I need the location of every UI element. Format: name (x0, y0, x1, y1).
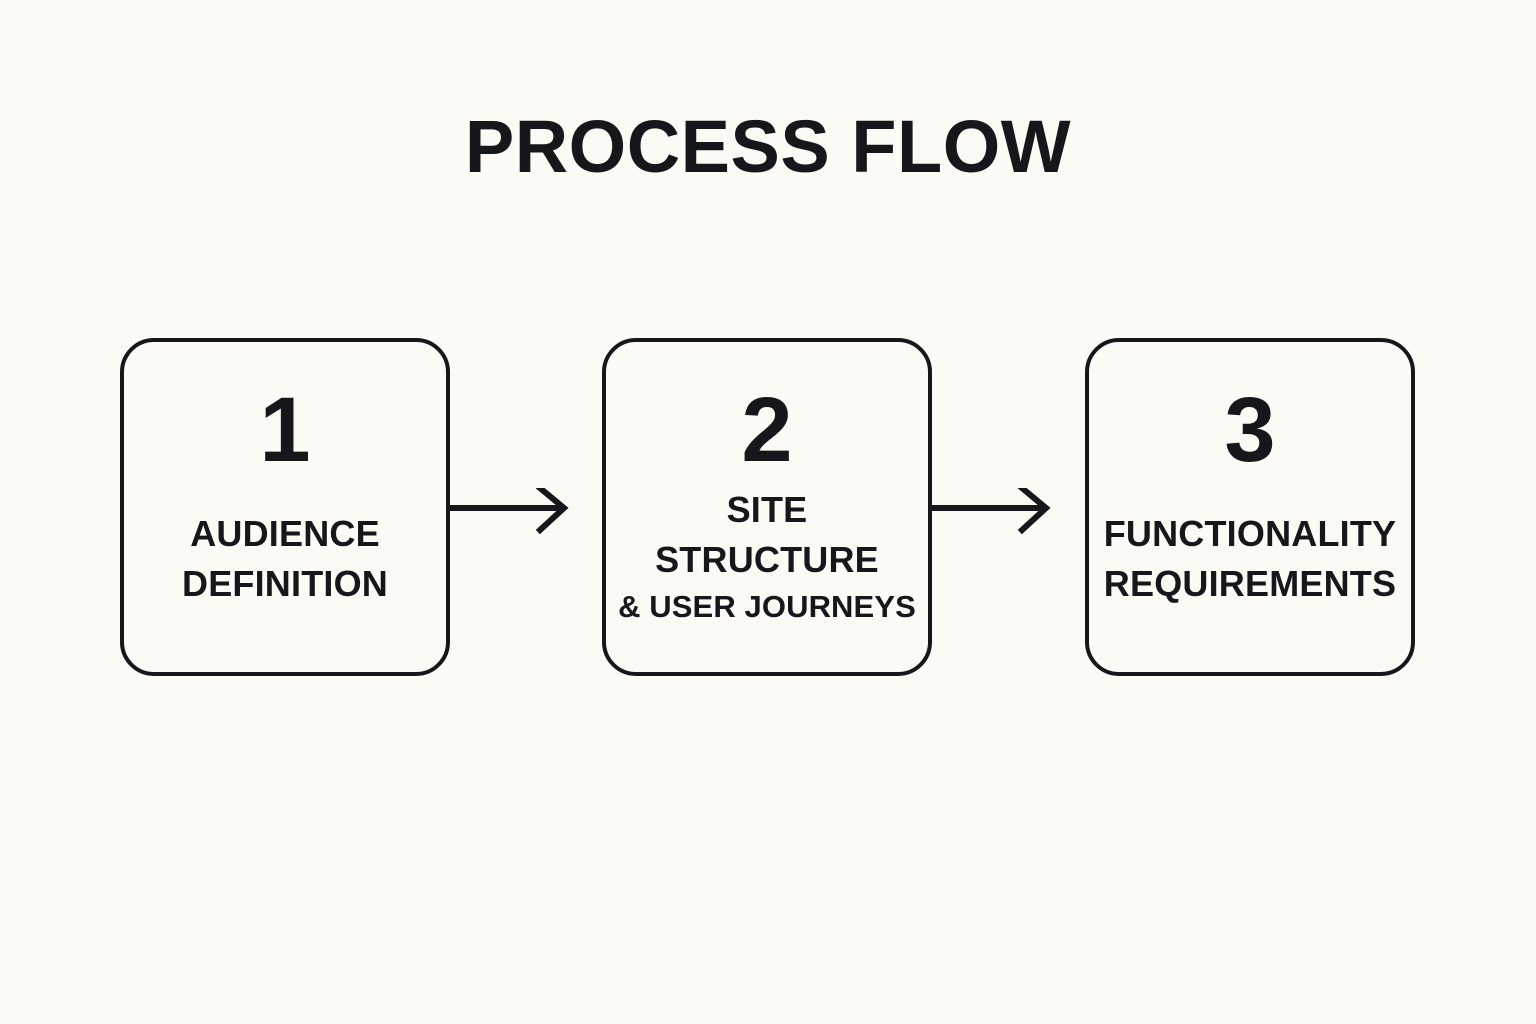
step-label-3-line-2: REQUIREMENTS (1103, 563, 1397, 604)
step-number-1: 1 (259, 379, 311, 481)
step-label-2-line-3: & USER JOURNEYS (618, 589, 916, 624)
step-label-3-line-1: FUNCTIONALITY (1103, 513, 1397, 554)
step-label-1-line-1: AUDIENCE (190, 513, 380, 554)
step-label-2-line-1: SITE (726, 489, 808, 530)
process-step-1[interactable]: 1 AUDIENCE DEFINITION (120, 338, 450, 676)
step-number-3: 3 (1224, 379, 1276, 481)
process-step-2[interactable]: 2 SITE STRUCTURE & USER JOURNEYS (602, 338, 932, 676)
step-label-3: FUNCTIONALITY REQUIREMENTS (1089, 509, 1411, 609)
step-label-2-line-2: STRUCTURE (655, 539, 879, 580)
arrow-right-icon-2 (930, 488, 1054, 548)
step-label-1-line-2: DEFINITION (182, 563, 388, 604)
process-flow-row: 1 AUDIENCE DEFINITION 2 SITE STRUCTURE &… (0, 338, 1536, 680)
process-step-3[interactable]: 3 FUNCTIONALITY REQUIREMENTS (1085, 338, 1415, 676)
page-title: PROCESS FLOW (464, 105, 1072, 188)
arrow-right-icon-1 (448, 488, 572, 548)
step-label-2: SITE STRUCTURE & USER JOURNEYS (606, 485, 928, 629)
step-label-1: AUDIENCE DEFINITION (124, 509, 446, 609)
step-number-2: 2 (741, 379, 793, 481)
